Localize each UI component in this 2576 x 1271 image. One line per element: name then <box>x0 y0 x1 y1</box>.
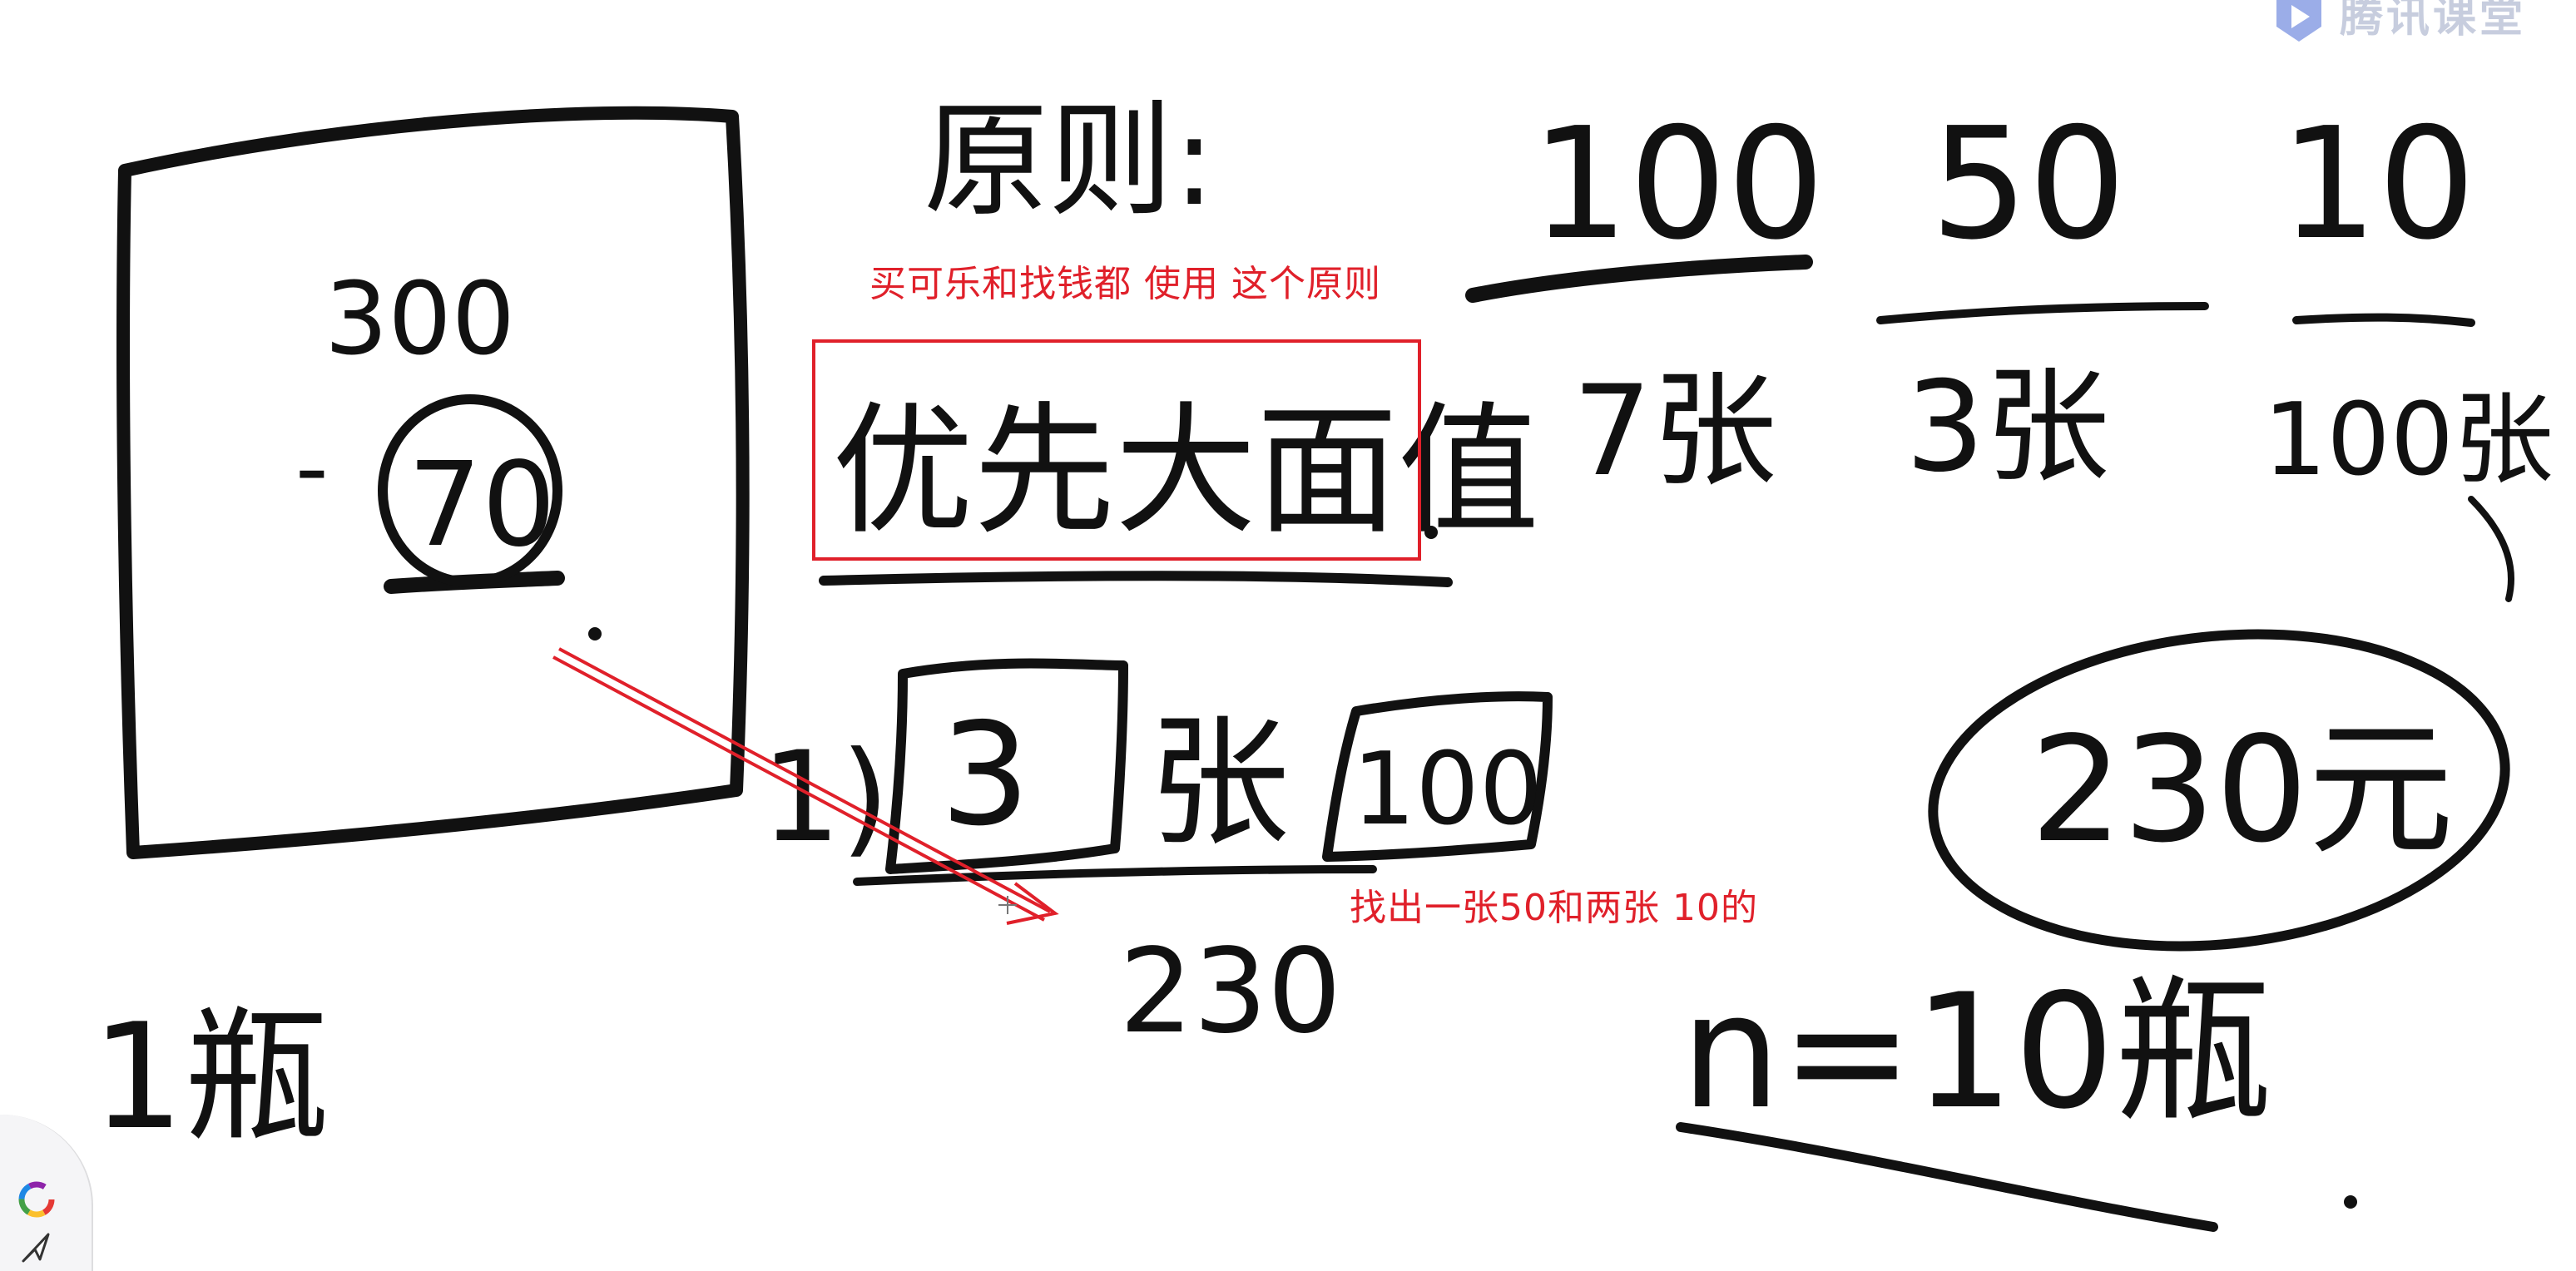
change-note: 找出一张50和两张 10的 <box>1350 887 1758 929</box>
denom-100: 100 <box>1531 94 1825 274</box>
principle-label: 原则: <box>924 89 1216 234</box>
bottles: n=10瓶 <box>1681 960 2272 1144</box>
cursor-crosshair-icon <box>998 896 1017 914</box>
price-circle <box>378 394 562 587</box>
card-price: 70 <box>408 438 556 573</box>
card-outline <box>116 106 750 859</box>
pay-denom: 100 <box>1352 732 1543 848</box>
card-minus: - <box>295 414 329 521</box>
pointer-arrow-icon[interactable] <box>18 1229 55 1266</box>
principle-underline <box>819 571 1453 587</box>
change-value: 230 <box>1119 924 1341 1060</box>
denom-50-line <box>1876 302 2209 324</box>
per-bottle: 1瓶 <box>92 993 329 1162</box>
watermark: 腾讯课堂 <box>2270 0 2526 45</box>
principle-note: 买可乐和找钱都 使用 这个原则 <box>869 263 1381 305</box>
pay-count-box <box>885 658 1128 874</box>
principle-highlight-box <box>812 339 1421 561</box>
card-total: 300 <box>324 262 515 378</box>
color-wheel-icon[interactable] <box>17 1180 57 1219</box>
count-50: 3张 <box>1905 355 2109 500</box>
denom-50: 50 <box>1930 94 2126 274</box>
denom-10-line <box>2292 313 2475 327</box>
principle-text: 优先大面值 <box>832 389 1539 554</box>
pay-count: 3 <box>940 693 1030 858</box>
change-arrow <box>552 647 1059 925</box>
amount-circle <box>1928 629 2510 952</box>
watermark-text: 腾讯课堂 <box>2339 0 2526 42</box>
curve-stroke <box>2468 496 2514 602</box>
pay-unit: 张 <box>1148 701 1290 866</box>
pay-underline <box>853 865 1377 886</box>
pay-denom-box <box>1322 691 1553 862</box>
count-100: 7张 <box>1573 359 1776 504</box>
denom-100-line <box>1465 255 1813 303</box>
denom-10: 10 <box>2280 94 2475 274</box>
tencent-classroom-logo-icon <box>2276 0 2321 42</box>
circled-amount: 230元 <box>2030 706 2454 875</box>
count-10: 100张 <box>2263 383 2554 498</box>
bottles-underline <box>1676 1122 2218 1232</box>
pay-prefix: 1) <box>761 725 889 870</box>
